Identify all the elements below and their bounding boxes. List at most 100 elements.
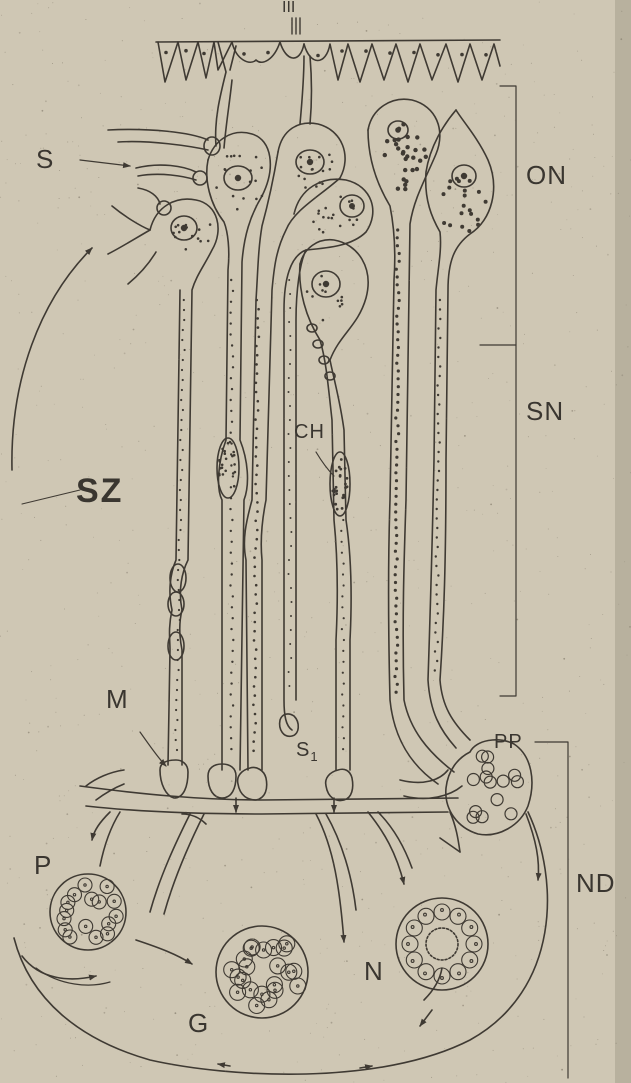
granule-dot bbox=[396, 275, 399, 278]
granule-dot bbox=[182, 359, 184, 361]
granule-dot bbox=[232, 650, 234, 652]
label-s1-main: S bbox=[296, 739, 310, 761]
granule-dot bbox=[396, 228, 399, 231]
granule-dot bbox=[256, 464, 259, 467]
granule-dot bbox=[311, 295, 314, 298]
granule-dot bbox=[434, 650, 436, 652]
granule-dot bbox=[385, 139, 389, 143]
granule-dot bbox=[402, 177, 406, 181]
granule-dot bbox=[180, 499, 182, 501]
granule-dot bbox=[230, 410, 232, 412]
granule-dot bbox=[254, 180, 257, 183]
granule-dot bbox=[290, 531, 292, 533]
granule-dot bbox=[342, 715, 344, 717]
granule-dot bbox=[180, 519, 182, 521]
granule-dot bbox=[231, 573, 233, 575]
granule-dot bbox=[318, 210, 321, 213]
granule-dot bbox=[341, 595, 343, 597]
label-s1-subscript: 1 bbox=[310, 749, 318, 764]
granule-dot bbox=[289, 405, 291, 407]
granule-dot bbox=[318, 156, 321, 159]
granule-dot bbox=[439, 441, 441, 443]
granule-dot bbox=[178, 231, 181, 234]
granule-dot bbox=[435, 584, 437, 586]
granule-dot bbox=[342, 704, 344, 706]
granule-dot bbox=[436, 517, 438, 519]
granule-dot bbox=[255, 345, 258, 348]
granule-dot bbox=[198, 228, 201, 231]
granule-dot bbox=[410, 168, 414, 172]
granule-dot bbox=[255, 299, 258, 302]
granule-dot bbox=[255, 391, 258, 394]
granule-dot bbox=[332, 214, 335, 217]
granule-dot bbox=[436, 384, 438, 386]
granule-dot bbox=[448, 179, 452, 183]
granule-dot bbox=[230, 377, 232, 379]
granule-dot bbox=[261, 195, 264, 198]
granule-dot bbox=[341, 726, 343, 728]
granule-dot bbox=[230, 497, 232, 499]
granule-dot bbox=[339, 305, 342, 308]
granule-dot bbox=[253, 575, 256, 578]
granule-dot bbox=[288, 279, 290, 281]
granule-dot bbox=[226, 155, 229, 158]
granule-dot bbox=[230, 399, 232, 401]
granule-dot bbox=[397, 291, 400, 294]
granule-dot bbox=[396, 283, 399, 286]
granule-dot bbox=[318, 228, 321, 231]
granule-dot bbox=[290, 587, 292, 589]
granule-dot bbox=[254, 566, 257, 569]
granule-dot bbox=[178, 559, 180, 561]
granule-dot bbox=[256, 372, 259, 375]
granule-dot bbox=[288, 461, 290, 463]
granule-dot bbox=[185, 226, 188, 229]
granule-dot bbox=[207, 240, 210, 243]
granule-dot bbox=[229, 508, 231, 510]
granule-dot bbox=[351, 199, 354, 202]
granule-dot bbox=[230, 672, 232, 674]
granule-dot bbox=[328, 154, 331, 157]
granule-dot bbox=[437, 346, 439, 348]
granule-dot bbox=[396, 401, 399, 404]
granule-dot bbox=[344, 483, 347, 486]
granule-dot bbox=[343, 563, 345, 565]
granule-dot bbox=[397, 377, 400, 380]
granule-dot bbox=[298, 175, 301, 178]
granule-dot bbox=[463, 194, 467, 198]
label-m: M bbox=[106, 686, 129, 712]
ependyma-nucleus bbox=[184, 49, 188, 53]
label-sn: SN bbox=[526, 398, 564, 424]
granule-dot bbox=[339, 225, 342, 228]
granule-dot bbox=[179, 439, 181, 441]
granule-dot bbox=[437, 422, 439, 424]
granule-dot bbox=[289, 307, 291, 309]
granule-dot bbox=[178, 669, 180, 671]
granule-dot bbox=[394, 503, 397, 506]
granule-dot bbox=[178, 599, 180, 601]
granule-dot bbox=[439, 299, 441, 301]
label-nd: ND bbox=[576, 870, 616, 896]
granule-dot bbox=[322, 319, 325, 322]
granule-dot bbox=[405, 154, 409, 158]
granule-dot bbox=[304, 186, 307, 189]
granule-dot bbox=[290, 629, 292, 631]
granule-dot bbox=[257, 400, 260, 403]
granule-dot bbox=[254, 658, 257, 661]
granule-dot bbox=[232, 595, 234, 597]
granule-dot bbox=[254, 593, 257, 596]
granule-dot bbox=[238, 155, 241, 158]
granule-dot bbox=[178, 549, 180, 551]
granule-dot bbox=[180, 399, 182, 401]
granule-dot bbox=[257, 326, 260, 329]
granule-dot bbox=[324, 207, 327, 210]
granule-dot bbox=[178, 539, 180, 541]
granule-dot bbox=[394, 620, 397, 623]
granule-dot bbox=[460, 211, 464, 215]
granule-dot bbox=[289, 335, 291, 337]
granule-dot bbox=[405, 145, 409, 149]
granule-dot bbox=[254, 694, 257, 697]
granule-dot bbox=[342, 661, 344, 663]
granule-dot bbox=[224, 470, 227, 473]
granule-dot bbox=[413, 148, 417, 152]
granule-dot bbox=[256, 317, 259, 320]
